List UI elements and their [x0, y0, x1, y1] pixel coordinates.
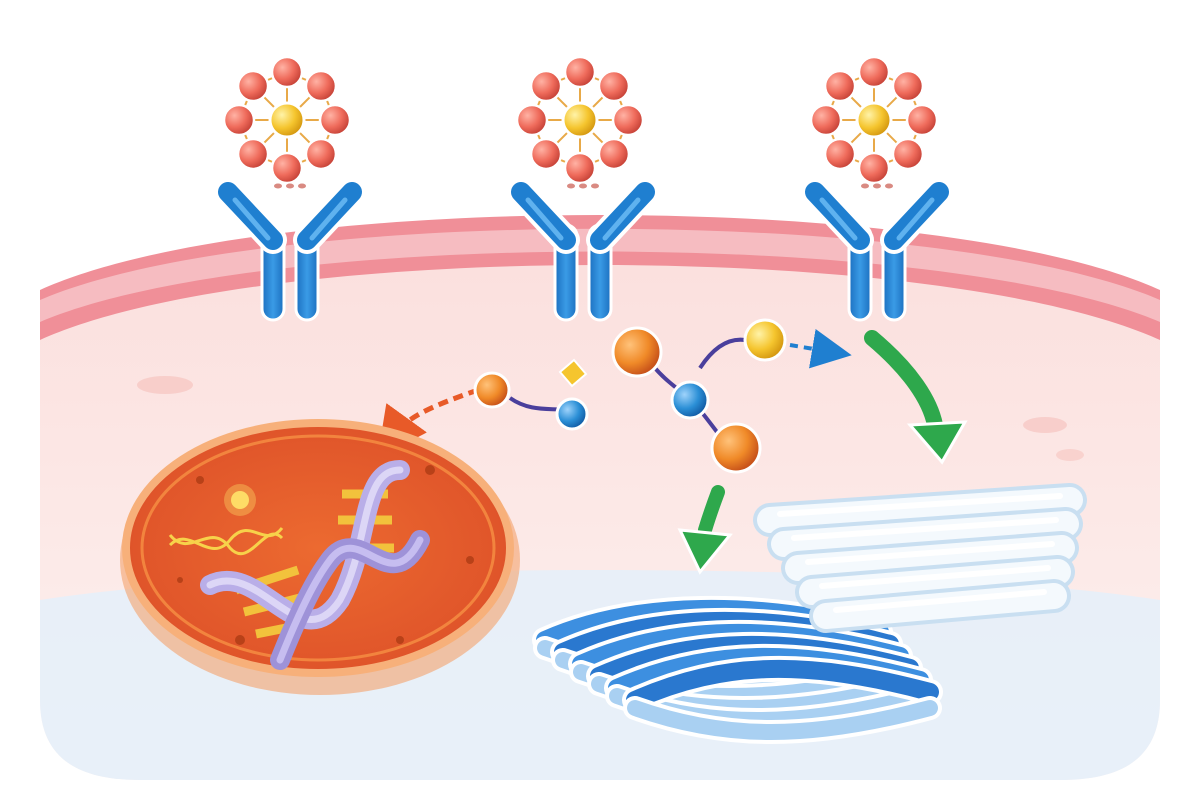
dna-icon [168, 484, 284, 556]
receptor-group [214, 178, 953, 322]
node-c [558, 358, 588, 388]
ligand-icon [222, 55, 352, 185]
ligand-group [222, 55, 939, 185]
signaling-pathway [377, 318, 852, 474]
arrow-icon [789, 328, 852, 369]
receptor-icon [801, 178, 953, 322]
ligand-icon [515, 55, 645, 185]
fiber-bundle-icon [753, 483, 1087, 633]
arrow-icon [377, 387, 479, 459]
dna-icon [200, 460, 430, 670]
node-d [611, 326, 663, 378]
link-line [698, 337, 746, 370]
arrow-icon [864, 330, 968, 465]
nucleus-icon [120, 419, 520, 695]
green-arrows [677, 330, 968, 575]
fiber-bundle-icon [532, 595, 943, 744]
node-e [670, 380, 710, 420]
receptor-icon [507, 178, 659, 322]
node-f [710, 422, 762, 474]
node-a [473, 371, 511, 409]
receptor-icon [214, 178, 366, 322]
node-g [743, 318, 787, 362]
arrow-icon [677, 485, 733, 575]
ligand-icon [809, 55, 939, 185]
node-b [555, 397, 589, 431]
